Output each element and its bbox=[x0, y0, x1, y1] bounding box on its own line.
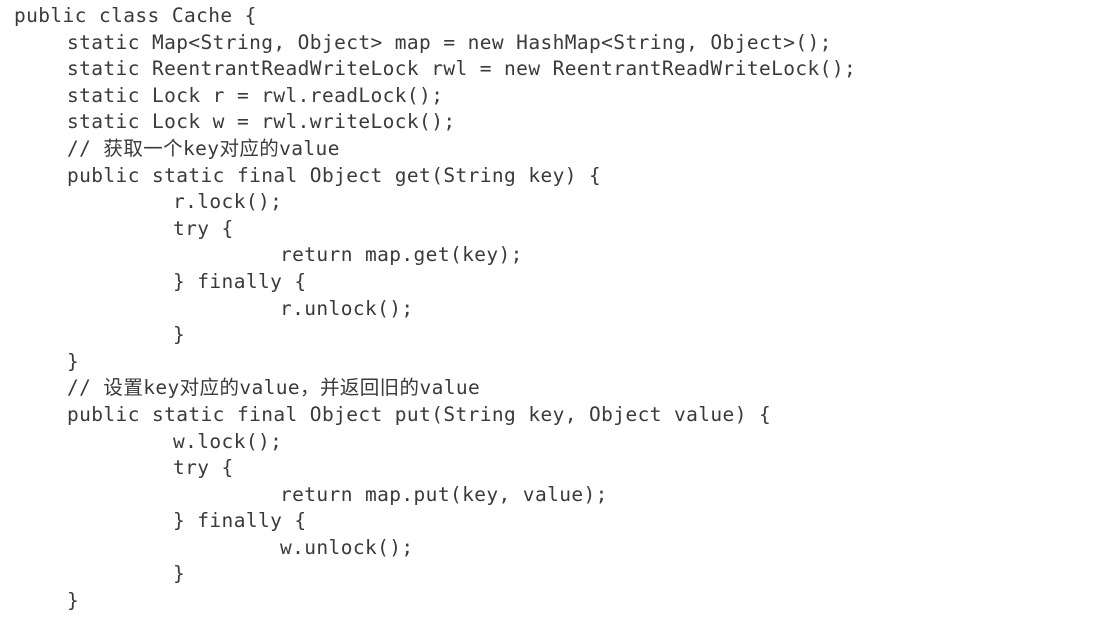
code-line: w.lock(); bbox=[173, 429, 283, 453]
code-line: static ReentrantReadWriteLock rwl = new … bbox=[67, 57, 857, 81]
code-block: public class Cache { static Map<String, O… bbox=[14, 3, 856, 615]
code-line: } bbox=[173, 323, 186, 347]
code-line: } finally { bbox=[173, 509, 307, 533]
code-comment: // 获取一个key对应的value bbox=[67, 136, 340, 160]
code-line: r.lock(); bbox=[173, 190, 283, 214]
code-line: static Lock r = rwl.readLock(); bbox=[67, 83, 444, 107]
code-line: static Lock w = rwl.writeLock(); bbox=[67, 110, 456, 134]
code-line: public class Cache { bbox=[14, 4, 257, 27]
code-line: try { bbox=[173, 216, 234, 240]
code-line: return map.put(key, value); bbox=[280, 482, 608, 506]
code-line: } bbox=[67, 589, 80, 613]
code-comment: // 设置key对应的value，并返回旧的value bbox=[67, 376, 481, 400]
code-line: try { bbox=[173, 456, 234, 480]
code-line: } finally { bbox=[173, 269, 307, 293]
code-line: public static final Object get(String ke… bbox=[67, 163, 602, 187]
code-line: w.unlock(); bbox=[280, 535, 414, 559]
code-line: } bbox=[67, 349, 80, 373]
code-line: public static final Object put(String ke… bbox=[67, 402, 772, 426]
code-line: static Map<String, Object> map = new Has… bbox=[67, 30, 832, 54]
code-line: r.unlock(); bbox=[280, 296, 414, 320]
code-line: return map.get(key); bbox=[280, 243, 523, 267]
code-line: } bbox=[173, 562, 186, 586]
